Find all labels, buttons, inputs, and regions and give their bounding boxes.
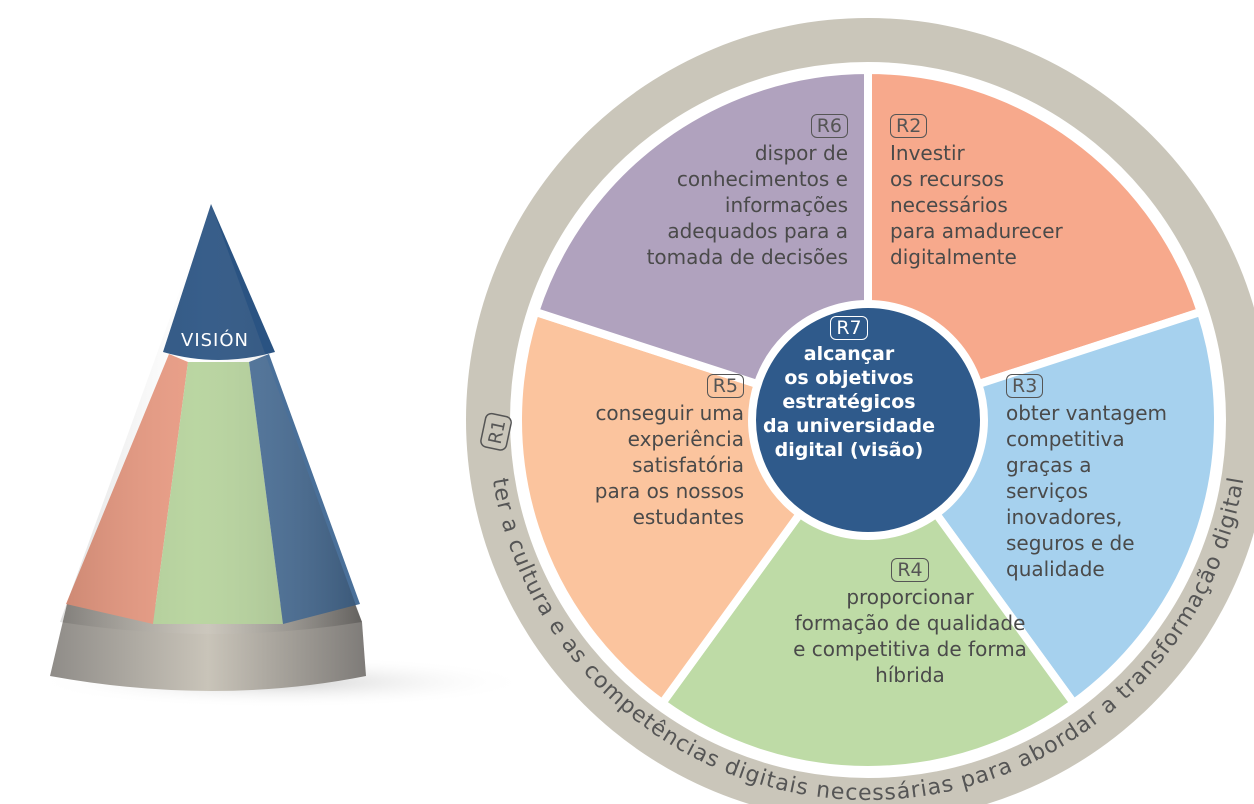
r7-line: digital (visão) [774,439,924,461]
segment-r2 [864,66,1205,424]
r4-line: híbrida [875,663,945,687]
r3-line: competitiva [1006,427,1125,451]
r7-line: alcançar [803,343,895,365]
tag-r6: R6 [810,114,848,138]
r4-line: proporcionar [846,585,974,609]
r5-line: conseguir uma [595,401,744,425]
tag-r5: R5 [706,374,744,398]
r3-line: inovadores, [1006,505,1123,529]
cone-shading [60,204,362,634]
center-r7-text: R7 alcançar os objetivos estratégicos da… [752,316,946,462]
segment-r2-text: R2 Investir os recursos necessários para… [890,112,1090,270]
r3-line: graças a [1006,453,1092,477]
segment-r4-text: R4 proporcionar formação de qualidade e … [760,556,1060,688]
ring-r1-tag: R1 [480,412,512,451]
r3-line: serviços [1006,479,1088,503]
segment-r3-text: R3 obter vantagem competitiva graças a s… [1006,372,1206,582]
ring-r1-tag-text: R1 [485,418,511,446]
r2-line: Investir [890,141,965,165]
r7-line: estratégicos [782,391,916,413]
segment-r6 [531,66,872,424]
r3-line: qualidade [1006,557,1105,581]
r3-line: obter vantagem [1006,401,1168,425]
r7-line: os objetivos [784,367,914,389]
r5-line: experiência [627,427,744,451]
tag-r4: R4 [891,558,929,582]
r6-line: dispor de [754,141,848,165]
r5-line: estudantes [632,505,744,529]
r4-line: formação de qualidade [794,611,1026,635]
segment-r4 [658,416,1078,774]
segment-r6-text: R6 dispor de conhecimentos e informações… [592,112,848,270]
tag-r3: R3 [1006,374,1044,398]
tag-r2: R2 [890,114,928,138]
r2-line: necessários [890,193,1008,217]
r5-line: satisfatória [632,453,744,477]
tag-r7: R7 [830,316,868,340]
r2-line: digitalmente [890,245,1017,269]
r2-line: para amadurecer [890,219,1063,243]
r6-line: informações [724,193,848,217]
r2-line: os recursos [890,167,1005,191]
r6-line: adequados para a [667,219,848,243]
r4-line: e competitiva de forma [793,637,1027,661]
segment-r5-text: R5 conseguir uma experiência satisfatóri… [548,372,744,530]
r5-line: para os nossos [594,479,744,503]
center-hub [748,300,988,540]
r7-line: da universidade [763,415,935,437]
cone-vision-label: VISIÓN [181,330,249,351]
r6-line: tomada de decisões [646,245,848,269]
r3-line: seguros e de [1006,531,1135,555]
r6-line: conhecimentos e [676,167,848,191]
